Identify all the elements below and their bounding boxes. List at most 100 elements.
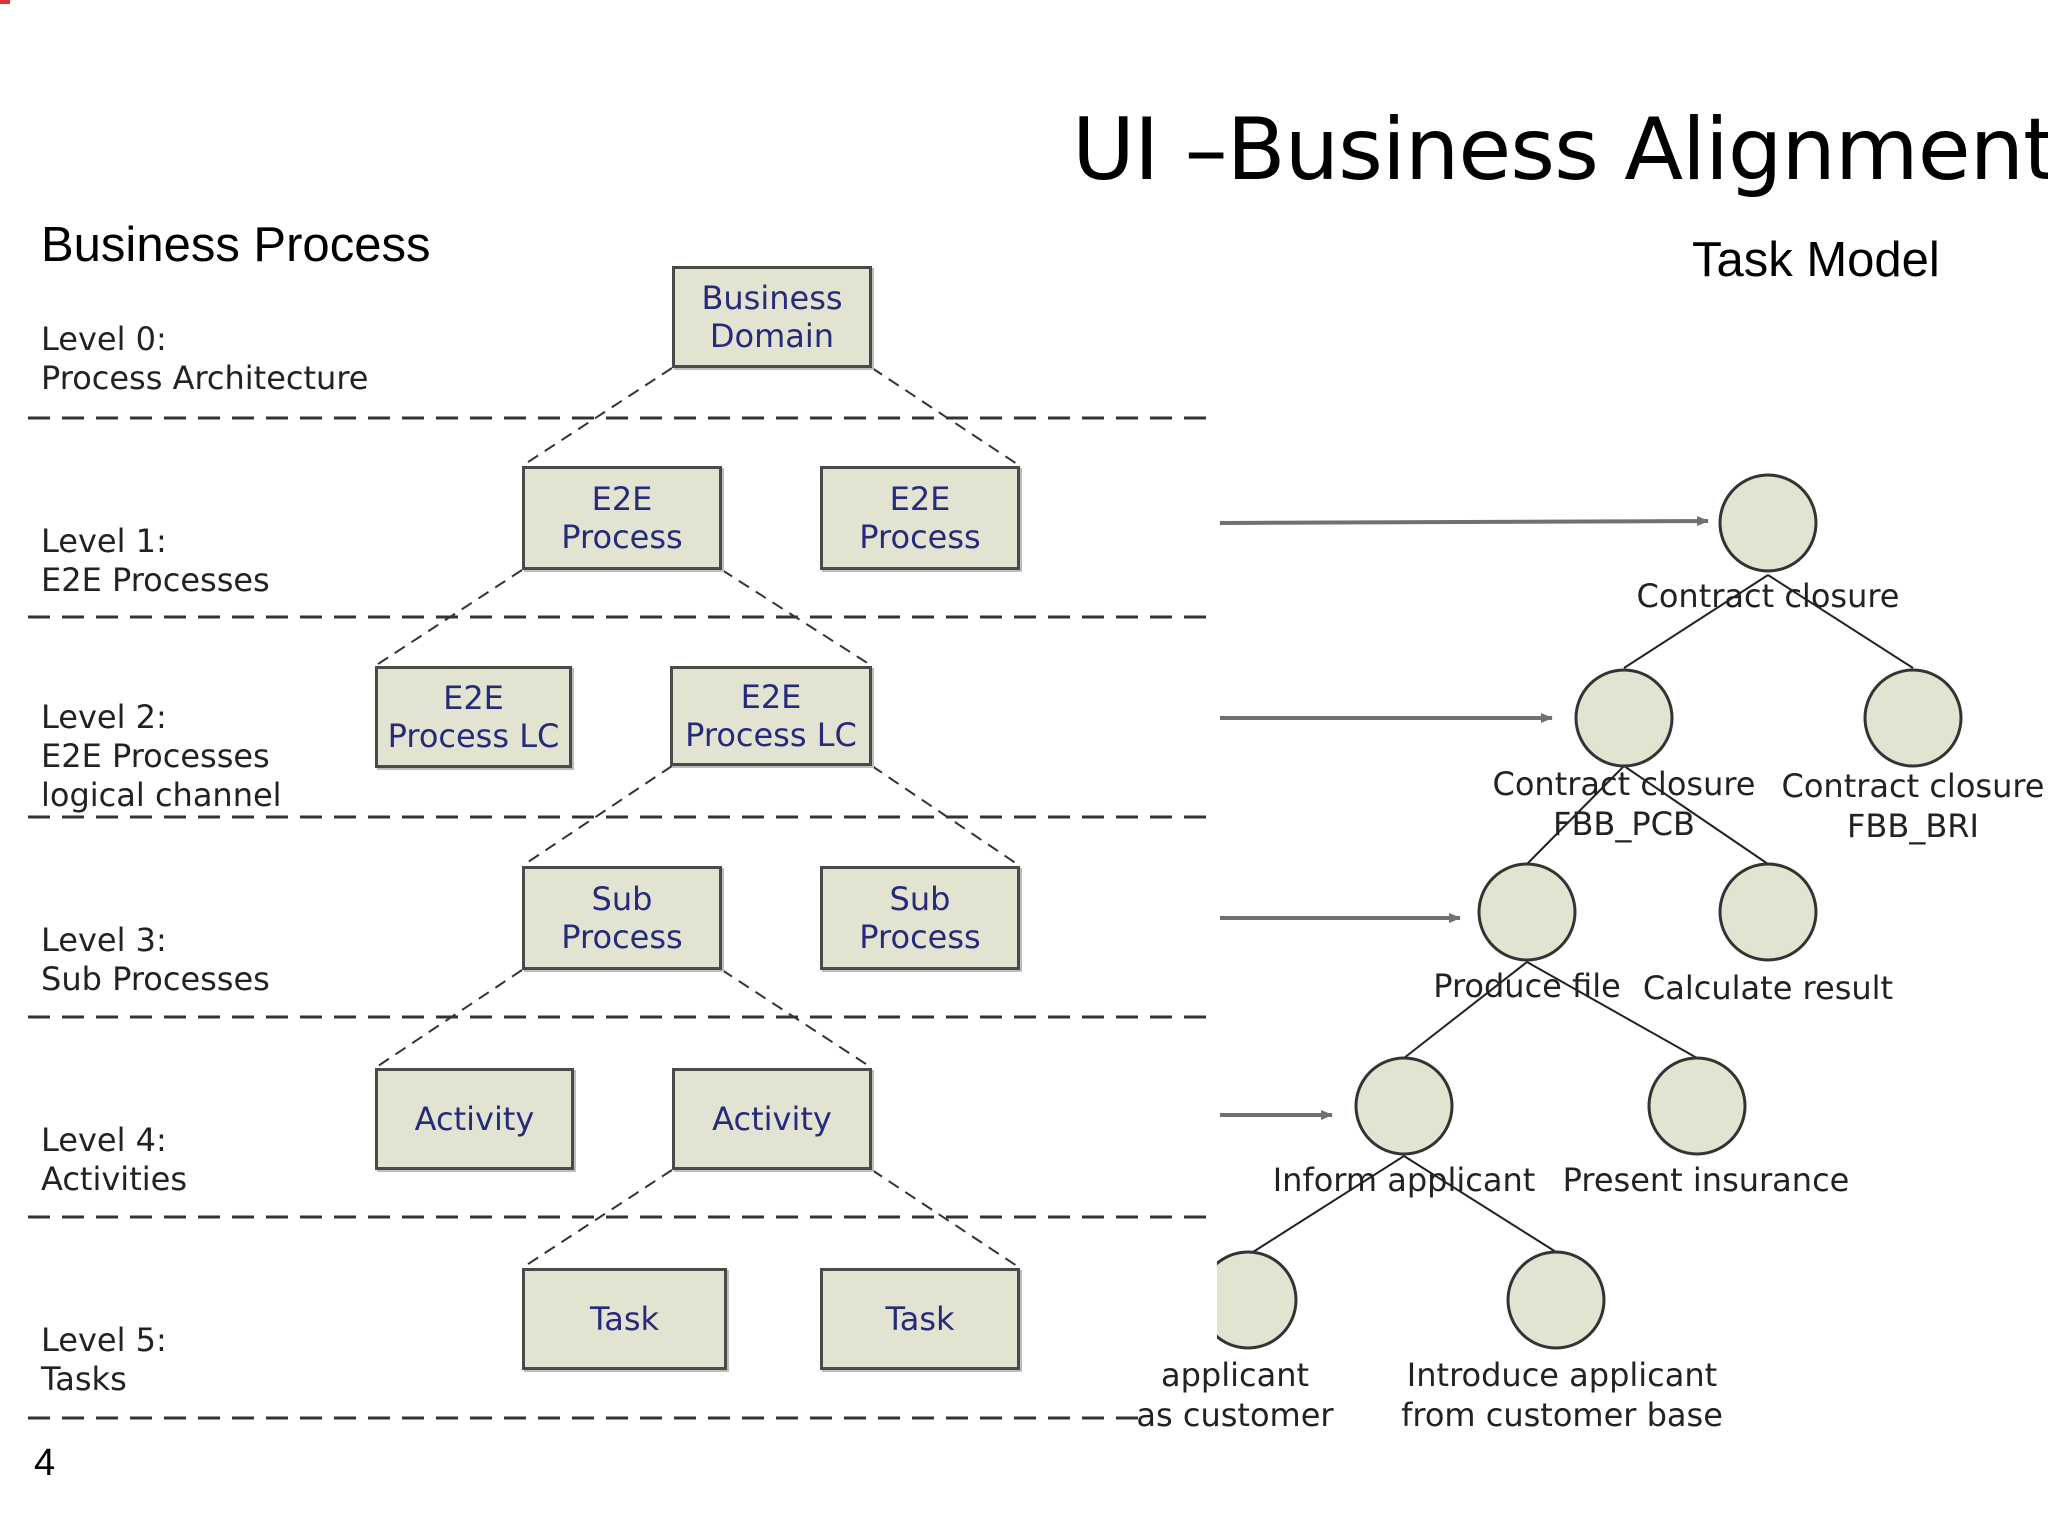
node-label-applicant-as-customer: applicant as customer: [1136, 1355, 1333, 1435]
e2e-process-box-1: E2E Process: [522, 466, 722, 570]
box-text: Process: [859, 918, 981, 956]
level-2-subname: logical channel: [41, 776, 282, 814]
level-2-name: E2E Processes: [41, 737, 270, 775]
level-0-number: Level 0:: [41, 320, 167, 358]
box-text: Activity: [414, 1100, 535, 1138]
connector-e2e-left: [374, 569, 523, 667]
level-3-number: Level 3:: [41, 921, 167, 959]
tree-edge-3: [1526, 765, 1625, 865]
level-1-number: Level 1:: [41, 522, 167, 560]
level-label-1: Level 1: E2E Processes: [41, 522, 270, 600]
node-label-text: Contract closure: [1781, 767, 2045, 805]
arrow-level-1: [1219, 516, 1709, 527]
tree-node-contract-closure-pcb: [1574, 668, 1674, 768]
sub-process-box-2: Sub Process: [820, 866, 1020, 970]
connector-lc-right: [871, 765, 1021, 867]
level-label-4: Level 4: Activities: [41, 1121, 187, 1199]
box-text: Sub: [889, 880, 951, 918]
node-label-text: applicant: [1160, 1356, 1310, 1394]
task-box-1: Task: [522, 1268, 727, 1370]
tree-node-calculate-result: [1718, 862, 1818, 962]
level-label-0: Level 0: Process Architecture: [41, 320, 368, 398]
box-text: Process: [561, 518, 683, 556]
node-label-contract-closure-bri: Contract closure FBB_BRI: [1782, 766, 2045, 846]
connector-domain-left: [521, 367, 673, 467]
tree-node-contract-closure-bri: [1863, 668, 1963, 768]
box-text: Process: [859, 518, 981, 556]
connector-sub-right: [721, 969, 873, 1069]
connector-sub-left: [374, 969, 523, 1069]
node-label-text: as customer: [1136, 1396, 1334, 1434]
level-4-number: Level 4:: [41, 1121, 167, 1159]
node-label-text: from customer base: [1401, 1396, 1723, 1434]
node-label-present-insurance: Present insurance: [1563, 1160, 1850, 1200]
box-text: Task: [885, 1300, 955, 1338]
tree-edge-1: [1623, 574, 1769, 669]
node-label-text: Calculate result: [1642, 969, 1894, 1007]
sub-process-box-1: Sub Process: [522, 866, 722, 970]
tree-edge-8: [1403, 1155, 1557, 1253]
box-text: Task: [589, 1300, 660, 1338]
level-label-2: Level 2: E2E Processes logical channel: [41, 698, 282, 815]
node-label-introduce-applicant: Introduce applicant from customer base: [1401, 1355, 1723, 1435]
tree-node-introduce-applicant: [1506, 1250, 1606, 1350]
box-text: E2E: [591, 480, 653, 518]
tree-node-contract-closure: [1718, 473, 1818, 573]
box-text: Process: [561, 918, 683, 956]
node-label-text: Contract closure: [1492, 765, 1756, 803]
connector-lc-left: [521, 765, 673, 867]
node-label-text: FBB_PCB: [1553, 805, 1695, 843]
tree-node-inform-applicant: [1354, 1056, 1454, 1156]
node-label-contract-closure-pcb: Contract closure FBB_PCB: [1493, 764, 1756, 844]
task-model-heading: Task Model: [1692, 233, 1940, 287]
node-label-text: Introduce applicant: [1406, 1356, 1718, 1394]
tree-node-present-insurance: [1647, 1056, 1747, 1156]
level-1-name: E2E Processes: [41, 561, 270, 599]
connector-domain-right: [871, 367, 1021, 467]
tree-edge-7: [1252, 1155, 1405, 1253]
box-text: E2E: [889, 480, 951, 518]
node-label-inform-applicant: Inform applicant: [1273, 1160, 1536, 1200]
level-2-number: Level 2:: [41, 698, 167, 736]
connector-e2e-right: [721, 569, 873, 667]
level-5-name: Tasks: [41, 1360, 127, 1398]
level-label-3: Level 3: Sub Processes: [41, 921, 270, 999]
slide-title: UI –Business Alignment: [1072, 100, 2048, 200]
tree-edge-5: [1403, 961, 1528, 1059]
level-3-name: Sub Processes: [41, 960, 270, 998]
connector-activity-left: [521, 1169, 673, 1269]
box-text: E2E: [443, 679, 504, 717]
box-text: Process LC: [387, 717, 560, 755]
connector-activity-right: [871, 1169, 1021, 1269]
page-number: 4: [34, 1442, 56, 1484]
node-label-text: Present insurance: [1562, 1161, 1850, 1199]
node-label-text: Contract closure: [1636, 577, 1900, 615]
node-label-produce-file: Produce file: [1433, 966, 1621, 1006]
node-label-contract-closure: Contract closure: [1637, 576, 1900, 616]
crop-mask: [1100, 1245, 1217, 1365]
business-process-heading: Business Process: [41, 218, 431, 272]
e2e-process-box-2: E2E Process: [820, 466, 1020, 570]
tree-edge-2: [1767, 574, 1914, 669]
corner-mark: [0, 0, 10, 4]
business-domain-box: Business Domain: [672, 266, 872, 368]
box-text: E2E: [740, 678, 802, 716]
node-label-text: Produce file: [1433, 967, 1621, 1005]
e2e-process-lc-box-1: E2E Process LC: [375, 666, 572, 768]
node-label-calculate-result: Calculate result: [1643, 968, 1893, 1008]
level-5-number: Level 5:: [41, 1321, 167, 1359]
box-text: Business: [701, 279, 843, 317]
node-label-text: FBB_BRI: [1847, 807, 1979, 845]
box-text: Sub: [591, 880, 653, 918]
level-0-name: Process Architecture: [41, 359, 369, 397]
level-label-5: Level 5: Tasks: [41, 1321, 167, 1399]
box-text: Domain: [709, 317, 835, 355]
node-label-text: Inform applicant: [1272, 1161, 1536, 1199]
e2e-process-lc-box-2: E2E Process LC: [670, 666, 872, 766]
level-4-name: Activities: [41, 1160, 187, 1198]
box-text: Activity: [712, 1100, 832, 1138]
box-text: Process LC: [685, 716, 857, 754]
activity-box-1: Activity: [375, 1068, 574, 1170]
tree-node-produce-file: [1477, 862, 1577, 962]
